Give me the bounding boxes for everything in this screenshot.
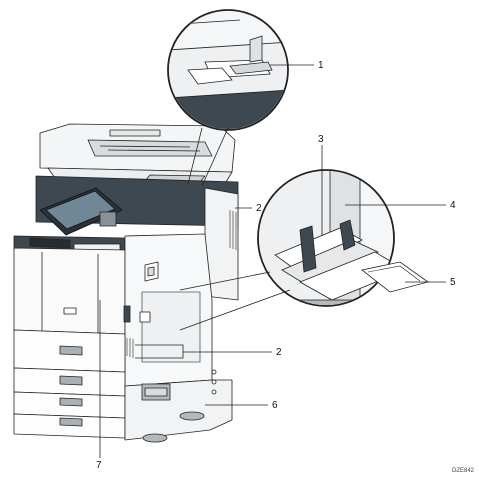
caster-wheel bbox=[179, 411, 205, 421]
callout-2-top: 2 bbox=[256, 203, 262, 214]
adf-handle bbox=[109, 129, 161, 137]
bypass-tray-side bbox=[124, 379, 233, 441]
zoom-circle-bypass-tray bbox=[257, 169, 429, 307]
paper-trays bbox=[13, 329, 126, 439]
right-cover-inner bbox=[141, 291, 201, 363]
control-panel-screen bbox=[45, 190, 116, 230]
caster-wheel bbox=[142, 433, 168, 443]
printer-illustration bbox=[13, 123, 239, 443]
callout-1: 1 bbox=[318, 60, 324, 71]
callout-2-middle: 2 bbox=[276, 347, 282, 358]
callout-7: 7 bbox=[96, 460, 102, 471]
zoom-circle-output-tray bbox=[167, 9, 289, 131]
front-body bbox=[13, 247, 126, 335]
callout-3: 3 bbox=[318, 134, 324, 145]
adf-tray bbox=[87, 139, 213, 157]
panel-stand bbox=[99, 211, 117, 227]
side-vent-top bbox=[229, 210, 237, 250]
callout-5: 5 bbox=[450, 277, 456, 288]
figure-code: DZE842 bbox=[452, 468, 475, 474]
side-vent-middle bbox=[126, 338, 134, 358]
callout-6: 6 bbox=[272, 400, 278, 411]
zoom-connectors bbox=[179, 127, 291, 331]
leader-lines bbox=[99, 64, 446, 458]
callout-4: 4 bbox=[450, 200, 456, 211]
